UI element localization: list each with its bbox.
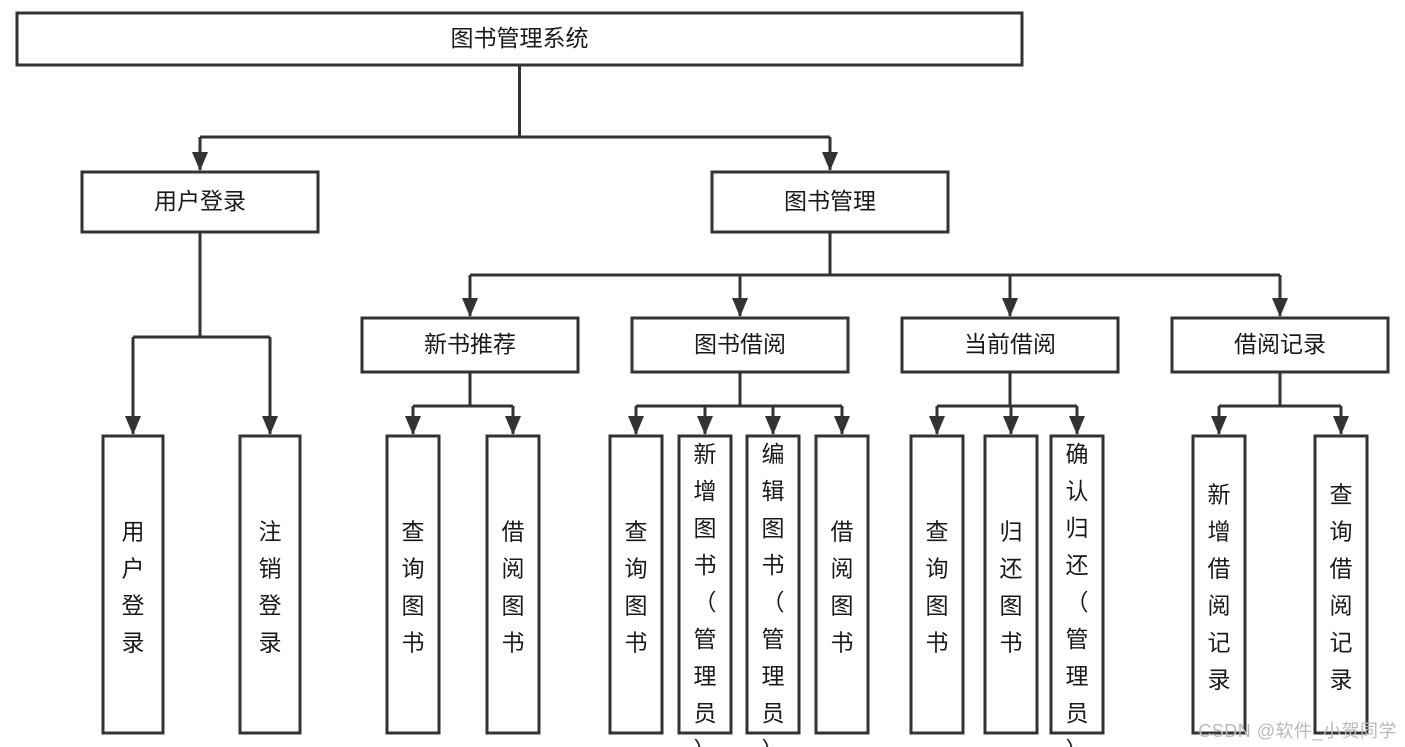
node-label-borrow-records: 借阅记录 (1234, 331, 1326, 357)
node-label-current-borrow: 当前借阅 (964, 331, 1056, 357)
node-box-query-borrow-record (1313, 434, 1369, 735)
node-box-user-login (80, 170, 320, 234)
connector-layer (125, 65, 1349, 435)
arrow-head-borrow-book-1 (505, 416, 521, 435)
node-label-book-borrow: 图书借阅 (694, 331, 786, 357)
node-edit-book-admin[interactable]: 编辑图书（管理员） (745, 434, 801, 747)
arrow-head-user-login-do (125, 416, 141, 435)
arrow-head-confirm-return-admin (1069, 416, 1085, 435)
node-box-add-book-admin (677, 434, 733, 735)
node-box-query-book-2 (608, 434, 664, 735)
node-return-book[interactable]: 归还图书 (983, 434, 1039, 735)
arrow-head-query-book-3 (929, 416, 945, 435)
node-label-add-borrow-record: 新增借阅记录 (1208, 481, 1231, 692)
node-box-borrow-records (1170, 316, 1390, 374)
node-label-user-login-do: 用户登录 (122, 518, 145, 655)
node-label-book-management: 图书管理 (784, 188, 876, 214)
node-query-book-2[interactable]: 查询图书 (608, 434, 664, 735)
node-box-borrow-book-2 (814, 434, 870, 735)
node-user-login[interactable]: 用户登录 (80, 170, 320, 234)
arrow-head-query-book-2 (628, 416, 644, 435)
node-box-query-book-1 (385, 434, 441, 735)
node-box-add-borrow-record (1191, 434, 1247, 735)
node-user-login-do[interactable]: 用户登录 (101, 434, 165, 735)
node-new-book-recommend[interactable]: 新书推荐 (360, 316, 580, 374)
node-label-query-borrow-record: 查询借阅记录 (1330, 481, 1353, 692)
node-layer: 图书管理系统用户登录图书管理用户登录注销登录新书推荐图书借阅当前借阅借阅记录查询… (15, 11, 1390, 747)
arrow-head-return-book (1003, 416, 1019, 435)
arrow-head-borrow-book-2 (834, 416, 850, 435)
node-borrow-records[interactable]: 借阅记录 (1170, 316, 1390, 374)
node-box-query-book-3 (909, 434, 965, 735)
node-label-return-book: 归还图书 (1000, 518, 1023, 655)
arrow-head-new-book-recommend (462, 298, 478, 317)
arrow-head-edit-book-admin (765, 416, 781, 435)
arrow-head-add-borrow-record (1211, 416, 1227, 435)
arrow-head-query-book-1 (405, 416, 421, 435)
node-box-root (15, 11, 1024, 67)
node-borrow-book-1[interactable]: 借阅图书 (485, 434, 541, 735)
node-query-book-1[interactable]: 查询图书 (385, 434, 441, 735)
node-label-confirm-return-admin: 确认归还（管理员） (1066, 441, 1089, 747)
node-label-query-book-2: 查询图书 (625, 518, 648, 655)
node-label-root: 图书管理系统 (451, 25, 589, 51)
arrow-head-borrow-records (1272, 298, 1288, 317)
arrow-head-book-management (822, 152, 838, 171)
node-box-confirm-return-admin (1049, 434, 1105, 735)
node-box-user-login-do (101, 434, 165, 735)
arrow-head-book-borrow (732, 298, 748, 317)
node-book-borrow[interactable]: 图书借阅 (630, 316, 850, 374)
node-box-new-book-recommend (360, 316, 580, 374)
node-borrow-book-2[interactable]: 借阅图书 (814, 434, 870, 735)
node-label-borrow-book-1: 借阅图书 (502, 518, 525, 655)
node-label-user-login: 用户登录 (154, 188, 246, 214)
node-label-query-book-1: 查询图书 (402, 518, 425, 655)
node-add-borrow-record[interactable]: 新增借阅记录 (1191, 434, 1247, 735)
node-label-query-book-3: 查询图书 (926, 518, 949, 655)
node-box-current-borrow (900, 316, 1120, 374)
node-label-edit-book-admin: 编辑图书（管理员） (762, 441, 785, 747)
node-current-borrow[interactable]: 当前借阅 (900, 316, 1120, 374)
arrow-head-user-login (192, 152, 208, 171)
node-label-new-book-recommend: 新书推荐 (424, 331, 516, 357)
node-book-management[interactable]: 图书管理 (710, 170, 950, 234)
node-query-borrow-record[interactable]: 查询借阅记录 (1313, 434, 1369, 735)
arrow-head-user-logout (262, 416, 278, 435)
node-label-borrow-book-2: 借阅图书 (831, 518, 854, 655)
arrow-head-add-book-admin (697, 416, 713, 435)
node-label-user-logout: 注销登录 (259, 518, 282, 655)
node-user-logout[interactable]: 注销登录 (238, 434, 302, 735)
node-box-borrow-book-1 (485, 434, 541, 735)
arrow-head-current-borrow (1002, 298, 1018, 317)
node-query-book-3[interactable]: 查询图书 (909, 434, 965, 735)
node-box-book-borrow (630, 316, 850, 374)
node-box-return-book (983, 434, 1039, 735)
node-box-book-management (710, 170, 950, 234)
node-confirm-return-admin[interactable]: 确认归还（管理员） (1049, 434, 1105, 747)
node-root[interactable]: 图书管理系统 (15, 11, 1024, 67)
node-box-user-logout (238, 434, 302, 735)
arrow-head-query-borrow-record (1333, 416, 1349, 435)
node-label-add-book-admin: 新增图书（管理员） (694, 441, 717, 747)
node-add-book-admin[interactable]: 新增图书（管理员） (677, 434, 733, 747)
node-box-edit-book-admin (745, 434, 801, 735)
